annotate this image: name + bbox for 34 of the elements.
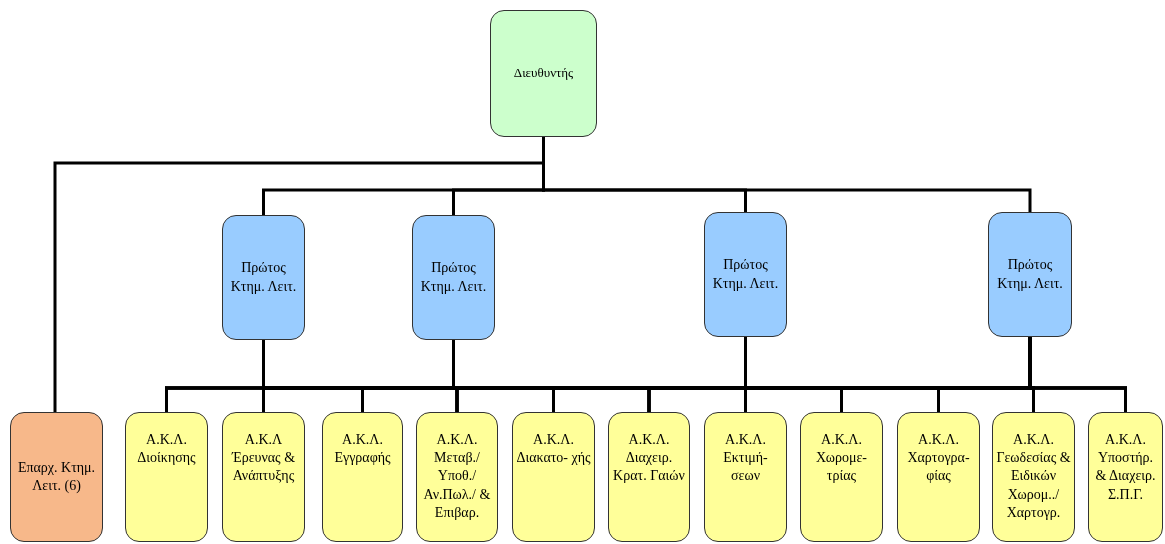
box-label: Α.Κ.Λ. Γεωδεσίας & Ειδικών Χωρομ../ Χαρτογρ. — [996, 431, 1071, 522]
manager-box — [704, 212, 787, 337]
department-box — [125, 412, 208, 542]
department-box — [222, 412, 305, 542]
box-label: Πρώτος Κτημ. Λειτ. — [419, 259, 488, 296]
box-label: Α.Κ.Λ. Χαρτογρα- φίας — [906, 431, 971, 486]
department-box — [992, 412, 1075, 542]
box-label: Πρώτος Κτημ. Λειτ. — [229, 259, 298, 296]
department-box — [416, 412, 498, 542]
department-box — [322, 412, 403, 542]
box-label: Α.Κ.Λ. Διοίκησης — [136, 431, 197, 468]
department-box — [608, 412, 690, 542]
box-label: Πρώτος Κτημ. Λειτ. — [996, 256, 1064, 293]
manager-box — [412, 215, 495, 340]
box-label: Α.Κ.Λ. Εγγραφής — [333, 431, 392, 468]
department-box — [1088, 412, 1163, 542]
director-box — [490, 10, 597, 137]
department-box — [800, 412, 883, 542]
box-label: Α.Κ.Λ. Χωρομε- τρίας — [815, 431, 868, 486]
department-box — [897, 412, 980, 542]
box-label: Α.Κ.Λ Έρευνας & Ανάπτυξης — [230, 431, 297, 486]
regional-office-box — [10, 412, 103, 542]
box-label: Επαρχ. Κτημ. Λειτ. (6) — [16, 458, 97, 495]
box-label: Α.Κ.Λ. Διαχειρ. Κρατ. Γαιών — [612, 431, 686, 486]
box-label: Α.Κ.Λ. Διακατο- χής — [516, 431, 591, 468]
department-box — [704, 412, 787, 542]
box-label: Πρώτος Κτημ. Λειτ. — [711, 256, 780, 293]
box-label: Α.Κ.Λ. Μεταβ./ Υποθ./ Αν.Πωλ./ & Επιβαρ. — [422, 431, 492, 522]
box-label: Διευθυντής — [513, 65, 574, 82]
box-label: Α.Κ.Λ. Υποστήρ. & Διαχειρ. Σ.Π.Γ. — [1094, 431, 1157, 504]
manager-box — [222, 215, 305, 340]
manager-box — [988, 212, 1072, 337]
box-label: Α.Κ.Λ. Εκτιμή- σεων — [722, 431, 769, 486]
department-box — [512, 412, 595, 542]
